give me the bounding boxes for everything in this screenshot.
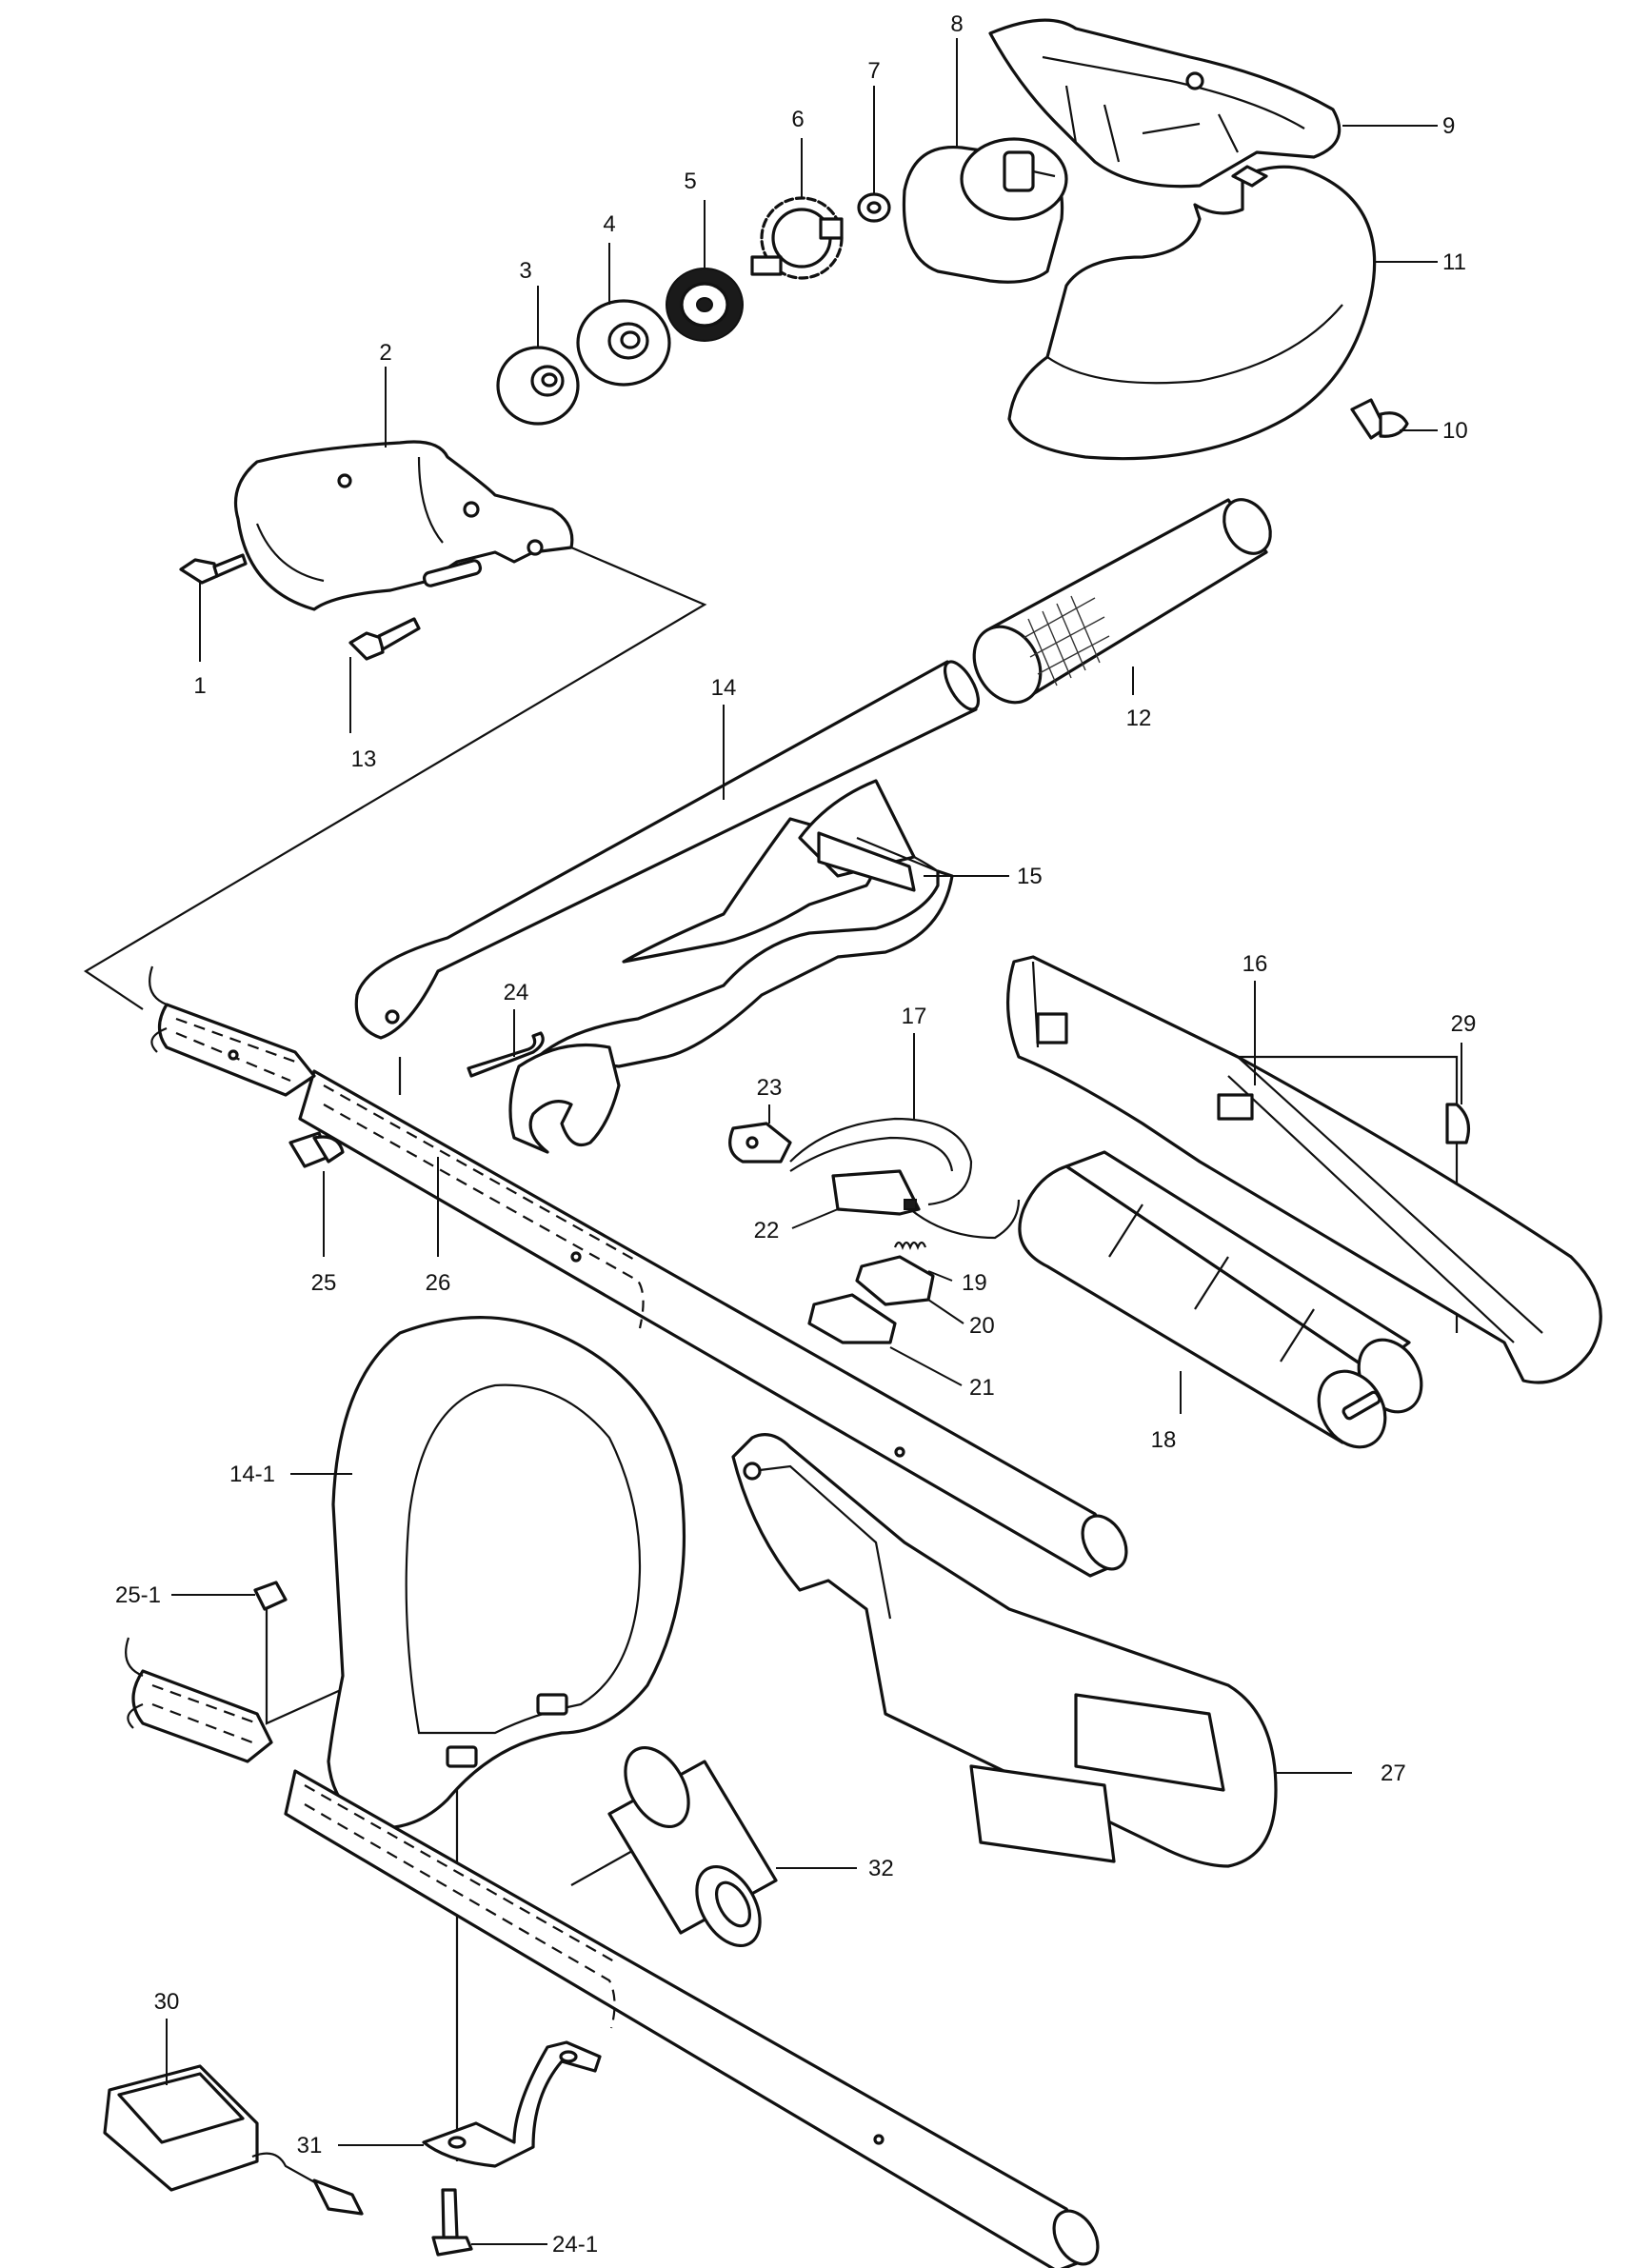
- callout-12: 12: [1126, 706, 1152, 731]
- joint-sleeve-upper: [149, 965, 316, 1097]
- battery-housing-part-16: [1005, 955, 1602, 1384]
- wire-assembly-part-17: [789, 1117, 1021, 1240]
- motor-part-8: [902, 137, 1068, 284]
- sleeve-part-32: [607, 1745, 778, 1948]
- callout-14: 14: [711, 675, 737, 701]
- callout-4: 4: [603, 211, 615, 237]
- callout-2: 2: [379, 340, 391, 366]
- flange-part-4: [576, 299, 671, 387]
- callout-10: 10: [1442, 418, 1468, 444]
- callout-20: 20: [969, 1313, 995, 1339]
- callout-24-1: 24-1: [552, 2232, 598, 2258]
- callout-13: 13: [351, 746, 377, 772]
- clamp-part-31: [422, 2040, 602, 2168]
- callout-11: 11: [1442, 249, 1466, 275]
- callout-18: 18: [1151, 1427, 1177, 1453]
- lower-shaft-part-26: [298, 1069, 1128, 1578]
- pin-part-24: [467, 1031, 545, 1078]
- callout-32: 32: [868, 1856, 894, 1881]
- button-part-20: [855, 1255, 935, 1306]
- spring-part-19: [893, 1241, 927, 1250]
- callout-17: 17: [902, 1004, 927, 1029]
- callout-19: 19: [962, 1270, 987, 1296]
- slider-part-21: [807, 1293, 897, 1344]
- charger-part-30: [103, 2064, 364, 2216]
- callout-30: 30: [154, 1989, 180, 2015]
- guard-part-11: [1007, 165, 1377, 461]
- shaft-part-14: [354, 660, 981, 1040]
- handle-part-15: [508, 779, 954, 1154]
- joint-sleeve-lower: [125, 1637, 273, 1763]
- battery-cells-part-18: [1018, 1150, 1423, 1449]
- callout-27: 27: [1381, 1761, 1406, 1786]
- part-29: [1445, 1103, 1470, 1144]
- wing-nut-part-25: [288, 1131, 345, 1168]
- motor-housing-part-9: [988, 18, 1342, 189]
- callout-labels: 1 2 3 4 5 6 7 8 9 10 11 12 13 14 14-1 15…: [115, 11, 1476, 2258]
- callout-14-1: 14-1: [229, 1462, 275, 1487]
- part-23: [728, 1122, 792, 1164]
- callout-31: 31: [297, 2133, 323, 2159]
- callout-21: 21: [969, 1375, 995, 1401]
- gear-part-6: [750, 196, 844, 280]
- lower-shaft-extension: [284, 1769, 1100, 2268]
- callout-5: 5: [684, 169, 696, 194]
- screw-part-1: [179, 553, 248, 585]
- callout-29: 29: [1451, 1011, 1477, 1037]
- callout-7: 7: [867, 58, 880, 84]
- callout-6: 6: [791, 107, 804, 132]
- screw-part-13: [348, 617, 421, 661]
- callout-23: 23: [757, 1075, 783, 1101]
- callout-8: 8: [950, 11, 963, 37]
- callout-1: 1: [193, 673, 206, 699]
- callout-26: 26: [426, 1270, 451, 1296]
- callout-16: 16: [1242, 951, 1268, 977]
- screw-part-24-1: [431, 2188, 473, 2257]
- bearing-part-5: [666, 268, 744, 342]
- callout-9: 9: [1442, 113, 1455, 139]
- callout-25-1: 25-1: [115, 1582, 161, 1608]
- rear-handle-part-27: [731, 1433, 1278, 1868]
- loop-handle-part-14-1: [327, 1316, 686, 1830]
- leader-lines: [166, 38, 1462, 2245]
- nut-part-25-1: [253, 1581, 288, 1611]
- wing-nut-part-10: [1350, 398, 1409, 440]
- callout-3: 3: [519, 258, 531, 284]
- upper-tube-part-12: [972, 498, 1272, 705]
- callout-22: 22: [754, 1218, 780, 1243]
- callout-15: 15: [1017, 864, 1043, 889]
- flange-part-3: [496, 346, 580, 426]
- switch-part-22: [831, 1169, 921, 1216]
- callout-25: 25: [311, 1270, 337, 1296]
- callout-24: 24: [504, 980, 529, 1005]
- washer-part-7-hole: [866, 201, 882, 214]
- head-cover-part-2: [233, 440, 574, 611]
